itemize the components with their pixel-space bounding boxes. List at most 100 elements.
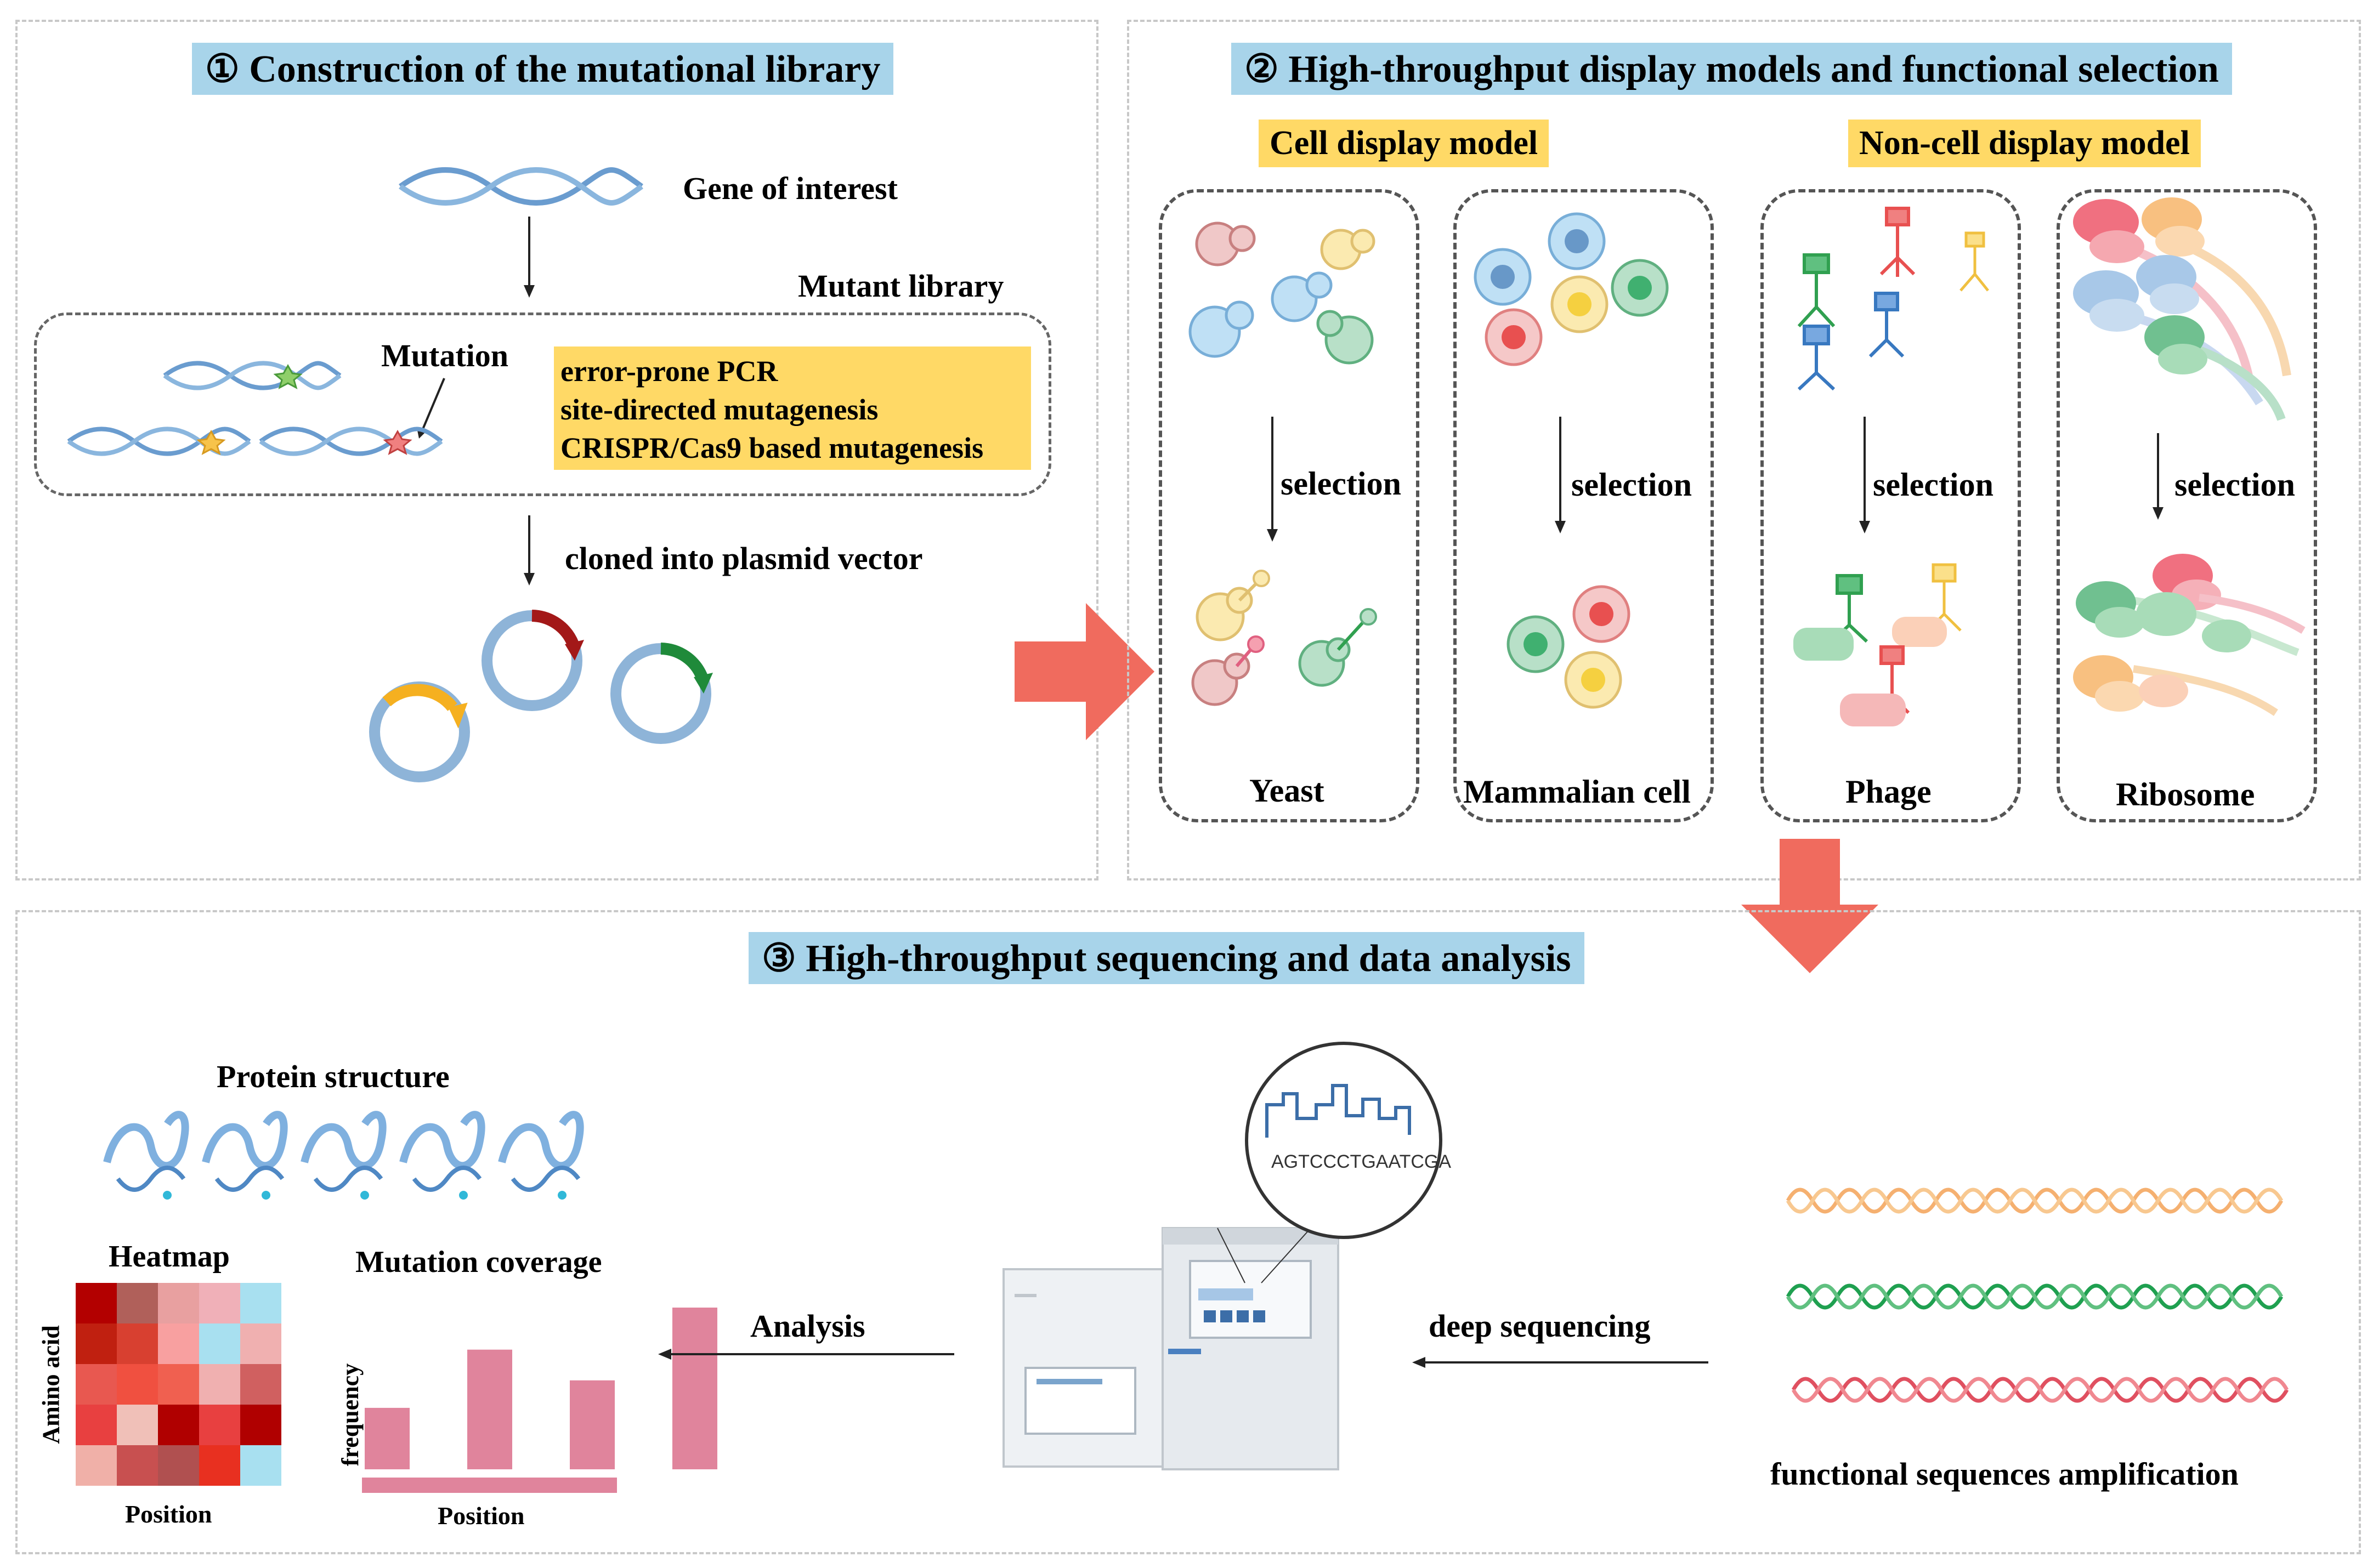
heatmap-cell xyxy=(240,1405,281,1445)
heatmap-cell xyxy=(76,1364,117,1405)
heatmap-title: Heatmap xyxy=(109,1240,230,1274)
plasmid-green-icon xyxy=(610,643,713,744)
ribosome-selection-label: selection xyxy=(2174,467,2295,503)
ribosome-selection-arrow xyxy=(2153,433,2164,520)
dna-red-icon xyxy=(1791,1377,2289,1403)
coverage-bar xyxy=(467,1349,512,1469)
arrow-gene-to-library xyxy=(524,217,535,298)
dna-orange-icon xyxy=(1786,1188,2284,1214)
yeast-box xyxy=(1159,189,1419,822)
plasmid-red-icon xyxy=(482,610,584,711)
protein-structure-label: Protein structure xyxy=(217,1059,450,1094)
phage-label: Phage xyxy=(1845,774,1932,810)
coverage-bar xyxy=(570,1380,615,1469)
analysis-label: Analysis xyxy=(750,1308,865,1344)
heatmap-cell xyxy=(158,1405,199,1445)
heatmap-cell xyxy=(240,1323,281,1364)
heatmap-cell xyxy=(76,1405,117,1445)
ribosome-box xyxy=(2057,189,2317,822)
method-site-directed: site-directed mutagenesis xyxy=(560,393,879,426)
protein-structure-icon xyxy=(103,1111,584,1200)
phage-box xyxy=(1760,189,2021,822)
sequence-text: AGTCCCTGAATCGA xyxy=(1271,1151,1452,1172)
heatmap-cell xyxy=(158,1283,199,1323)
heatmap-cell xyxy=(199,1283,240,1323)
heatmap-cell xyxy=(117,1445,158,1486)
phage-selection-arrow xyxy=(1859,417,1870,533)
coverage-chart xyxy=(362,1308,717,1493)
heatmap-cell xyxy=(117,1283,158,1323)
deep-sequencing-arrow xyxy=(1412,1357,1708,1368)
heatmap-cell xyxy=(199,1445,240,1486)
gene-of-interest-label: Gene of interest xyxy=(683,171,898,206)
section1-title: ① Construction of the mutational library xyxy=(192,43,894,95)
heatmap-cell xyxy=(199,1323,240,1364)
phage-particles-top xyxy=(1797,207,1989,391)
heatmap-cell xyxy=(199,1364,240,1405)
heatmap-cell xyxy=(117,1364,158,1405)
yeast-cells-top xyxy=(1188,221,1375,365)
heatmap-cell xyxy=(158,1445,199,1486)
heatmap-cell xyxy=(240,1445,281,1486)
ribosome-label: Ribosome xyxy=(2116,776,2255,813)
big-arrow-down xyxy=(1741,839,1878,973)
cloned-label: cloned into plasmid vector xyxy=(565,541,923,576)
mammalian-selection-arrow xyxy=(1555,417,1566,533)
big-arrow-right xyxy=(1015,603,1154,740)
plasmid-orange-icon xyxy=(369,681,470,782)
mutant-dna-1 xyxy=(163,361,342,390)
method-error-prone-pcr: error-prone PCR xyxy=(560,355,778,388)
method-crispr: CRISPR/Cas9 based mutagenesis xyxy=(560,431,984,464)
sequence-magnifier xyxy=(1245,1042,1442,1239)
dna-green-icon xyxy=(1786,1283,2284,1310)
phage-particles-selected xyxy=(1793,563,1962,726)
heatmap-cell xyxy=(76,1283,117,1323)
coverage-title: Mutation coverage xyxy=(355,1245,602,1279)
chromatogram-icon xyxy=(1265,1084,1411,1138)
mammalian-cells-selected xyxy=(1507,585,1630,709)
coverage-bar xyxy=(365,1407,410,1469)
heatmap-cell xyxy=(240,1283,281,1323)
panel-display-models xyxy=(1127,20,2361,880)
panel-sequencing-analysis xyxy=(15,910,2361,1554)
coverage-axis-bar xyxy=(362,1478,617,1493)
yeast-selection-arrow xyxy=(1267,417,1278,542)
yeast-label: Yeast xyxy=(1249,772,1324,809)
cell-display-header: Cell display model xyxy=(1259,120,1549,167)
phage-selection-label: selection xyxy=(1873,467,1993,503)
mutagenesis-methods-box: error-prone PCR site-directed mutagenesi… xyxy=(554,346,1031,470)
mammalian-cell-label: Mammalian cell xyxy=(1463,774,1691,810)
heatmap-cell xyxy=(158,1323,199,1364)
heatmap-cell xyxy=(117,1405,158,1445)
coverage-bar xyxy=(672,1308,717,1469)
heatmap-cell xyxy=(240,1364,281,1405)
heatmap-cell xyxy=(76,1323,117,1364)
yeast-cells-selected xyxy=(1191,570,1377,706)
panel-mutational-library xyxy=(15,20,1098,880)
heatmap-cell xyxy=(199,1405,240,1445)
mutant-dna-3 xyxy=(259,427,443,456)
section3-title: ③ High-throughput sequencing and data an… xyxy=(749,932,1584,984)
arrow-library-to-plasmid xyxy=(524,515,535,586)
heatmap-cell xyxy=(117,1323,158,1364)
heatmap-xlabel: Position xyxy=(125,1500,212,1528)
mammalian-cells-top xyxy=(1474,212,1669,366)
sequencer-machine-icon xyxy=(1003,1227,1339,1470)
noncell-display-header: Non-cell display model xyxy=(1848,120,2201,167)
analysis-arrow xyxy=(658,1349,954,1360)
heatmap-chart xyxy=(76,1283,281,1486)
mammalian-box xyxy=(1453,189,1714,822)
yeast-selection-label: selection xyxy=(1281,465,1401,502)
deep-sequencing-label: deep sequencing xyxy=(1429,1308,1651,1344)
mutant-library-box xyxy=(34,313,1051,496)
amplification-label: functional sequences amplification xyxy=(1770,1456,2239,1492)
coverage-xlabel: Position xyxy=(438,1502,525,1530)
heatmap-ylabel: Amino acid xyxy=(37,1325,65,1444)
coverage-ylabel: frequency xyxy=(337,1363,364,1467)
ribosome-complexes-selected xyxy=(2073,554,2306,716)
section2-title: ② High-throughput display models and fun… xyxy=(1231,43,2232,95)
gene-dna-icon xyxy=(399,167,643,206)
mammalian-selection-label: selection xyxy=(1571,467,1692,503)
heatmap-cell xyxy=(76,1445,117,1486)
ribosome-complexes-top xyxy=(2073,197,2291,421)
